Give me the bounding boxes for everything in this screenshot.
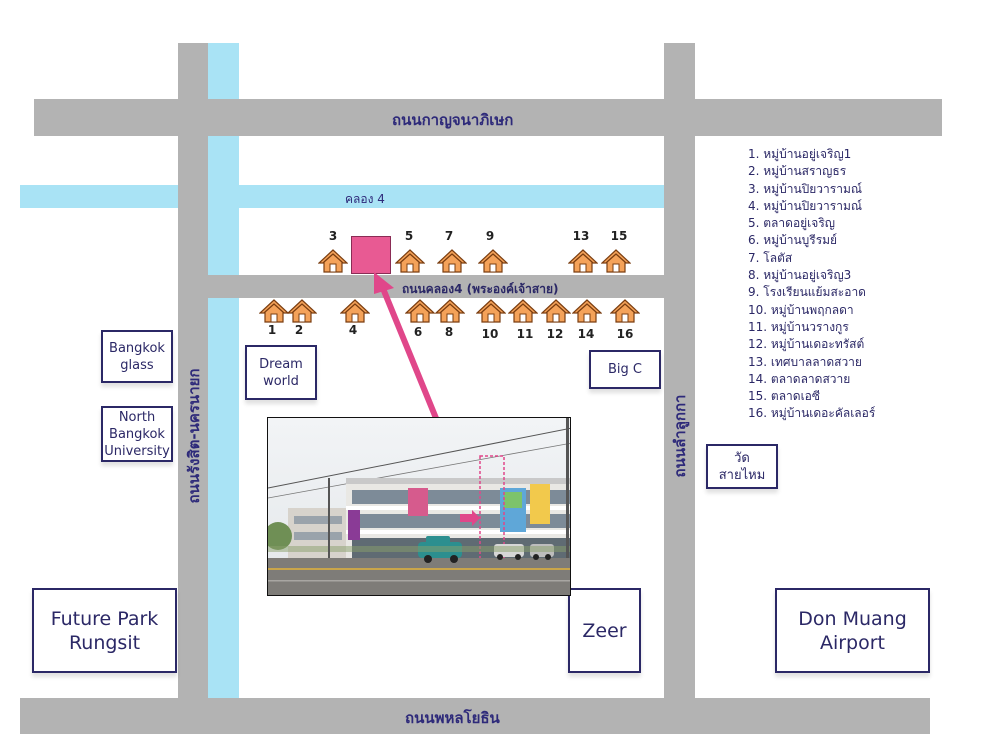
marker-number-15: 15 <box>610 229 628 243</box>
house-marker-south-10 <box>475 299 507 323</box>
marker-number-16: 16 <box>616 327 634 341</box>
legend-item: 13. เทศบาลลาดสวาย <box>748 354 862 369</box>
house-marker-south-2 <box>286 299 318 323</box>
legend-item: 15. ตลาดเอซี <box>748 389 821 404</box>
future-park-label: Future Park Rungsit <box>50 607 159 654</box>
marker-number-2: 2 <box>294 323 304 337</box>
rangsit-nakhon-nayok-road <box>178 43 208 698</box>
lam-luk-ka-label: ถนนลำลูกกา <box>671 394 689 478</box>
marker-number-5: 5 <box>404 229 414 243</box>
wat-sai-mai-label: วัด สายไหม <box>718 450 766 483</box>
building-photo <box>267 417 571 596</box>
marker-number-3: 3 <box>328 229 338 243</box>
legend-item: 4. หมู่บ้านปิยวารามณ์ <box>748 198 862 213</box>
marker-number-11: 11 <box>516 327 534 341</box>
target-location-marker <box>351 236 391 274</box>
legend-item: 16. หมู่บ้านเดอะคัลเลอร์ <box>748 406 876 421</box>
khlong4-road <box>207 275 695 298</box>
rangsit-nakhon-nayok-label: ถนนรังสิต-นครนายก <box>185 368 203 504</box>
kanchanaphisek-label: ถนนกาญจนาภิเษก <box>392 111 514 129</box>
house-marker-south-6 <box>404 299 436 323</box>
marker-number-7: 7 <box>444 229 454 243</box>
marker-number-6: 6 <box>413 325 423 339</box>
house-marker-north-9 <box>477 249 509 273</box>
house-marker-south-14 <box>571 299 603 323</box>
legend-item: 2. หมู่บ้านสราญธร <box>748 164 847 179</box>
canal-vertical <box>207 43 239 698</box>
legend-item: 5. ตลาดอยู่เจริญ <box>748 216 835 231</box>
house-marker-south-12 <box>540 299 572 323</box>
house-marker-north-5 <box>394 249 426 273</box>
phahon-yothin-road <box>20 698 930 734</box>
marker-number-9: 9 <box>485 229 495 243</box>
legend-item: 1. หมู่บ้านอยู่เจริญ1 <box>748 147 852 161</box>
legend-item: 6. หมู่บ้านบูรีรมย์ <box>748 233 838 248</box>
khlong4-road-label: ถนนคลอง4 (พระองค์เจ้าสาย) <box>402 282 559 296</box>
bangkok-glass-label: Bangkok glass <box>109 340 165 373</box>
bangkok-glass-box: Bangkok glass <box>101 330 173 383</box>
legend-item: 14. ตลาดลาดสวาย <box>748 371 851 386</box>
house-marker-north-3 <box>317 249 349 273</box>
building-photo-image <box>268 418 570 595</box>
north-bangkok-university-label: North Bangkok University <box>104 409 170 459</box>
house-marker-south-16 <box>609 299 641 323</box>
house-marker-south-11 <box>507 299 539 323</box>
house-marker-north-13 <box>567 249 599 273</box>
legend-item: 3. หมู่บ้านปิยวารามณ์ <box>748 181 862 196</box>
marker-number-13: 13 <box>572 229 590 243</box>
legend-item: 11. หมู่บ้านวรางกูร <box>748 319 849 334</box>
legend-item: 8. หมู่บ้านอยู่เจริญ3 <box>748 268 852 283</box>
phahon-yothin-label: ถนนพหลโยธิน <box>405 709 500 727</box>
future-park-box: Future Park Rungsit <box>32 588 177 673</box>
house-marker-south-8 <box>434 299 466 323</box>
big-c-box: Big C <box>589 350 661 389</box>
lam-luk-ka-road <box>664 43 695 698</box>
legend-item: 7. โลตัส <box>748 250 793 265</box>
legend-item: 9. โรงเรียนแย้มสะอาด <box>748 285 866 300</box>
house-marker-north-15 <box>600 249 632 273</box>
zeer-box: Zeer <box>568 588 641 673</box>
zeer-label: Zeer <box>582 619 627 642</box>
place-legend: 1. หมู่บ้านอยู่เจริญ1 2. หมู่บ้านสราญธร 3.… <box>748 146 875 423</box>
marker-number-4: 4 <box>348 323 358 337</box>
legend-item: 12. หมู่บ้านเดอะทรัสต์ <box>748 337 865 352</box>
marker-number-12: 12 <box>546 327 564 341</box>
legend-item: 10. หมู่บ้านพฤกลดา <box>748 302 854 317</box>
marker-number-8: 8 <box>444 325 454 339</box>
dream-world-label: Dream world <box>259 356 303 389</box>
marker-number-1: 1 <box>267 323 277 337</box>
dream-world-box: Dream world <box>245 345 317 400</box>
khlong4-canal <box>20 185 665 208</box>
don-muang-label: Don Muang Airport <box>798 607 907 654</box>
marker-number-14: 14 <box>577 327 595 341</box>
wat-sai-mai-box: วัด สายไหม <box>706 444 778 489</box>
khlong4-canal-label: คลอง 4 <box>345 192 385 206</box>
house-marker-north-7 <box>436 249 468 273</box>
marker-number-10: 10 <box>481 327 499 341</box>
big-c-label: Big C <box>608 362 642 377</box>
house-marker-south-1 <box>258 299 290 323</box>
kanchanaphisek-road <box>34 99 942 136</box>
don-muang-box: Don Muang Airport <box>775 588 930 673</box>
north-bangkok-university-box: North Bangkok University <box>101 406 173 462</box>
house-marker-south-4 <box>339 299 371 323</box>
